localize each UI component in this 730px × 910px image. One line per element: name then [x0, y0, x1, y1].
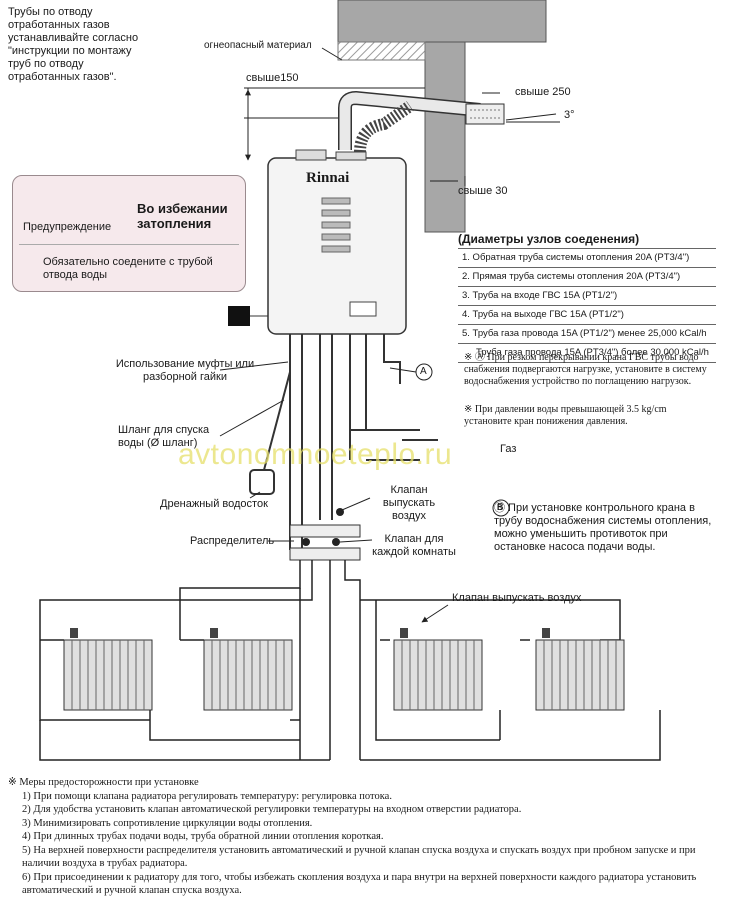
warning-text: Обязательно соедените с трубой отвода во…: [43, 256, 213, 281]
table-row: 5. Труба газа провода 15A (PT1/2") менее…: [458, 325, 716, 344]
list-item: 6) При присоединении к радиатору для тог…: [22, 871, 697, 897]
hose-label: Шланг для спуска воды (Ø шланг): [118, 424, 210, 449]
air-valve-radiator-label: Клапан выпускать воздух: [452, 592, 582, 604]
table-row: Труба газа провода 15A (PT3/4") более 30…: [458, 344, 716, 363]
radiator-4: [535, 628, 625, 711]
table-row: 1. Обратная труба системы отопления 20A …: [458, 249, 716, 268]
drain-label: Дренажный водосток: [160, 498, 268, 510]
boiler-pipes: [249, 334, 438, 550]
above30-label: свыше 30: [458, 185, 508, 197]
distributor-label: Распределитель: [190, 535, 275, 547]
brand-logo: Rinnai: [306, 170, 350, 186]
table-row: 3. Труба на входе ГВС 15A (PT1/2"): [458, 287, 716, 306]
list-item: 1) При помощи клапана радиатора регулиро…: [22, 790, 392, 802]
air-valve-distributor-label: Клапан выпускать воздух: [382, 484, 436, 522]
connections-table: (Диаметры узлов соеденения) 1. Обратная …: [458, 232, 716, 363]
marker-a-label: A: [420, 366, 427, 377]
precautions-list: ※ Меры предосторожности при установке 1)…: [8, 776, 720, 898]
table-row: 4. Труба на выходе ГВС 15A (PT1/2"): [458, 306, 716, 325]
marker-b-circle: [492, 499, 510, 517]
warning-box: Во избежании затопления Предупреждение О…: [12, 175, 246, 292]
heating-lines: [39, 560, 661, 761]
marker-a-circle: [415, 363, 433, 381]
warning-label: Предупреждение: [23, 221, 112, 233]
above150-label: свыше150: [246, 72, 299, 84]
radiator-1: [63, 628, 153, 711]
gas-label: Газ: [500, 443, 517, 455]
list-item: 5) На верхней поверхности распределителя…: [22, 844, 696, 870]
note-a: ※ Ⓐ При резком перекрывании крана ГВС тр…: [464, 352, 707, 387]
watermark: avtonomnoeteplo.ru: [178, 438, 453, 471]
marker-b-label: B: [497, 502, 504, 513]
list-item: 4) При длинных трубах подачи воды, труба…: [22, 831, 384, 842]
precautions-title: ※ Меры предосторожности при установке: [8, 777, 199, 788]
coupling-label: Использование муфты или разборной гайки: [115, 358, 255, 383]
radiator-2: [203, 628, 293, 711]
angle-label: 3°: [564, 109, 575, 121]
note-b: Ⓑ При установке контрольного крана в тру…: [494, 502, 712, 553]
list-item: 2) Для удобства установить клапан автома…: [22, 804, 522, 815]
leader-lines: [219, 361, 449, 623]
flue-pipe: [338, 90, 505, 153]
table-row: 2. Прямая труба системы отопления 20A (P…: [458, 268, 716, 287]
warning-title: Во избежании затопления: [137, 201, 228, 231]
flue-installation-note: Трубы по отводу отработанных газов устан…: [8, 6, 139, 83]
radiator-3: [393, 628, 483, 711]
above250-label: свыше 250: [515, 86, 571, 98]
room-valve-label: Клапан для каждой комнаты: [372, 533, 456, 558]
list-item: 3) Минимизировать сопротивление циркуляц…: [22, 817, 313, 829]
connections-title: (Диаметры узлов соеденения): [458, 232, 640, 246]
wall-structure: [337, 0, 547, 233]
dimension-lines: [244, 47, 560, 186]
note-pressure: ※ При давлении воды превышающей 3.5 kg/c…: [464, 404, 667, 427]
distributor-block: [289, 508, 361, 561]
boiler-unit: [228, 149, 407, 335]
fireproof-material-label: огнеопасный материал: [204, 40, 312, 51]
